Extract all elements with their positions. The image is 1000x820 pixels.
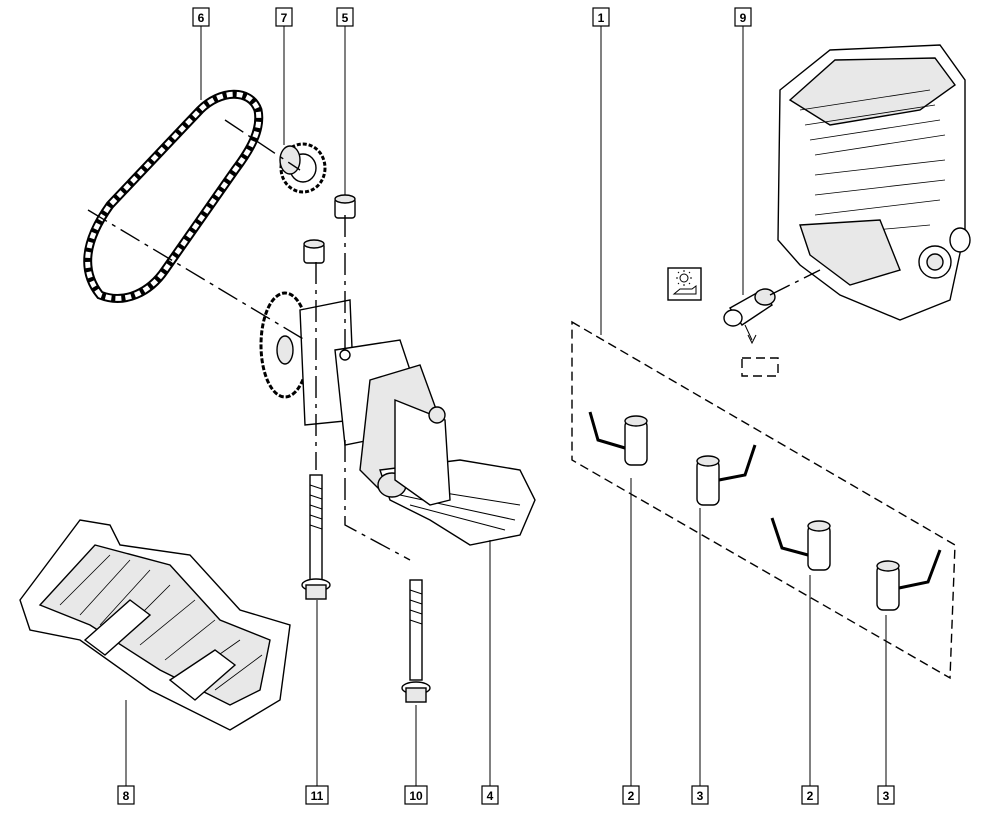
oil-pump-assembly — [259, 291, 536, 546]
callout-3-left: 3 — [691, 785, 709, 805]
svg-text:7: 7 — [281, 11, 288, 25]
svg-text:8: 8 — [123, 789, 130, 803]
callout-9: 9 — [734, 7, 752, 27]
svg-text:9: 9 — [740, 11, 747, 25]
piston-cooling-jet-d — [876, 549, 942, 611]
oil-pressure-warning-icon — [667, 267, 702, 301]
oil-pressure-switch — [723, 288, 776, 345]
bolt-10 — [401, 579, 431, 703]
piston-cooling-jets-group — [571, 320, 956, 680]
callout-2-left: 2 — [622, 785, 640, 805]
callout-2-right: 2 — [801, 785, 819, 805]
piston-cooling-jet-c — [770, 517, 831, 571]
piston-cooling-jet-b — [696, 444, 757, 506]
svg-text:6: 6 — [198, 11, 205, 25]
svg-text:5: 5 — [342, 11, 349, 25]
engine-block — [777, 44, 971, 321]
assembly-axis-lines — [87, 119, 821, 561]
dowel-bush-lower — [303, 239, 325, 264]
svg-text:2: 2 — [807, 789, 814, 803]
callout-1: 1 — [592, 7, 610, 27]
callout-6: 6 — [192, 7, 210, 27]
bolt-11 — [301, 474, 331, 600]
svg-text:10: 10 — [409, 789, 423, 803]
piston-cooling-jet-a — [588, 411, 648, 466]
svg-text:1: 1 — [598, 11, 605, 25]
callout-4: 4 — [481, 785, 499, 805]
svg-text:11: 11 — [311, 789, 324, 803]
svg-text:3: 3 — [883, 789, 890, 803]
leader-lines — [125, 25, 887, 786]
chain-sprocket — [279, 142, 327, 194]
callout-5: 5 — [336, 7, 354, 27]
timing-chain — [83, 89, 264, 303]
oil-sump-baffle — [19, 519, 291, 731]
fitting-location-marker — [741, 357, 779, 377]
svg-text:4: 4 — [487, 789, 494, 803]
callout-11: 11 — [305, 785, 329, 805]
callout-7: 7 — [275, 7, 293, 27]
svg-text:3: 3 — [697, 789, 704, 803]
callout-3-right: 3 — [877, 785, 895, 805]
svg-text:2: 2 — [628, 789, 635, 803]
callout-10: 10 — [404, 785, 428, 805]
callout-8: 8 — [117, 785, 135, 805]
dowel-bush-upper — [334, 194, 356, 219]
